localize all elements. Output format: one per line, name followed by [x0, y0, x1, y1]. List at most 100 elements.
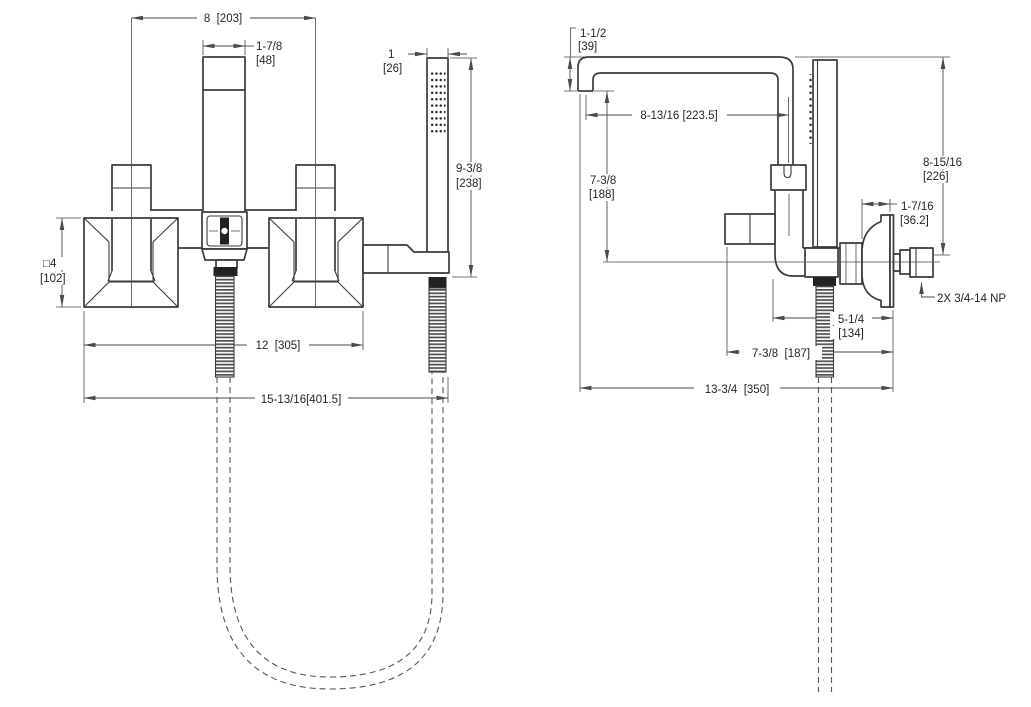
label-bg	[920, 156, 965, 169]
dim-wand-height-label-1: 9-3/8	[456, 163, 482, 175]
dim-escutcheon-span-label: 12 [305]	[256, 340, 301, 352]
escutcheon-bevels	[83, 217, 179, 308]
dim-overall-width-label: 15-13/16[401.5]	[261, 394, 342, 406]
center-hose-corrugation	[214, 275, 235, 378]
label-bg	[694, 382, 780, 396]
label-bg	[453, 177, 489, 190]
extension-lines	[585, 95, 789, 163]
dim-spout-drop-label-1: 1-1/2	[580, 28, 606, 40]
label-bg	[197, 11, 250, 25]
dim-outlet-height-label-2: [188]	[589, 189, 615, 201]
dim-spout-width-label-1: 1-7/8	[256, 41, 282, 53]
dim-union-offset-label-2: [134]	[838, 328, 864, 340]
dim-spout-width-label-2: [48]	[256, 55, 275, 67]
side-dimensions	[564, 27, 950, 392]
left-handle-escutcheon	[83, 217, 179, 308]
dim-overall-height-label-1: 8-15/16	[923, 157, 962, 169]
dim-spout-reach-label: 8-13/16 [223.5]	[640, 110, 717, 122]
handshower-wand-side	[808, 59, 838, 248]
handle-stem	[295, 219, 336, 271]
leader-line	[919, 282, 935, 298]
holder-arm	[362, 244, 450, 274]
hose-nut-block	[804, 247, 839, 278]
label-bg	[920, 170, 958, 183]
dim-escutcheon-label-2: [102]	[40, 273, 66, 285]
dim-union-width-label-1: 1-7/16	[901, 201, 934, 213]
label-bg	[247, 339, 309, 352]
hoses	[214, 275, 836, 692]
label-bg	[830, 312, 872, 325]
diverter-assembly	[201, 211, 248, 276]
label-bg	[453, 162, 487, 175]
dim-outlet-height-label-1: 7-3/8	[590, 175, 616, 187]
label-bg	[40, 257, 67, 270]
dim-wand-width-label-1: 1	[388, 49, 394, 61]
dim-spout-reach	[585, 95, 789, 163]
deck-union	[839, 214, 934, 308]
escutcheon-inner	[293, 242, 339, 283]
extension-lines	[564, 56, 586, 92]
side-valve-body	[724, 164, 840, 278]
spout-inner-profile	[592, 72, 779, 165]
diverter-dot	[221, 227, 228, 235]
dim-union-width	[861, 199, 897, 239]
wand-hose-corrugation-front	[428, 287, 447, 373]
diverter-base	[201, 248, 248, 261]
union-spacer	[892, 253, 901, 272]
dim-spout-width	[202, 40, 254, 55]
wand-hose-nut-side	[813, 277, 836, 286]
hose-loop-inner	[229, 372, 433, 678]
label-bg	[587, 174, 620, 187]
dim-spout-drop-label-2: [39]	[578, 41, 597, 53]
dim-wand-height-label-2: [238]	[456, 178, 482, 190]
dim-escutcheon-label-1: □4	[43, 258, 57, 270]
spout-outer-profile	[577, 56, 794, 165]
dim-handle-spacing-label: 8 [203]	[204, 13, 242, 25]
body-column	[774, 190, 806, 277]
handshower-wand-front	[426, 57, 449, 254]
escutcheon-bevels	[268, 217, 364, 308]
union-nut	[839, 242, 863, 285]
label-bg	[37, 272, 75, 285]
dim-overall-depth-label: 13-3/4 [350]	[705, 384, 770, 396]
front-handle-centerlines	[131, 18, 316, 307]
extension-ticks	[426, 48, 449, 57]
inlet-thread-callout-label: 2X 3/4-14 NP	[937, 293, 1006, 305]
side-spout	[577, 56, 794, 165]
inlet-thread-leader	[919, 282, 935, 298]
wand-hose-nut	[428, 277, 447, 288]
front-view	[83, 56, 450, 308]
label-bg	[632, 108, 727, 122]
dim-union-width-label-2: [36.2]	[900, 215, 929, 227]
dim-handle-offset-label: 7-3/8 [187]	[752, 348, 810, 360]
extension-lines	[795, 56, 950, 256]
centerlines	[131, 18, 940, 307]
wand-body	[812, 59, 838, 248]
side-view	[577, 56, 934, 308]
dim-overall-height-label-2: [226]	[923, 171, 949, 183]
label-bg	[830, 326, 872, 339]
dimension-labels: 8 [203] 1-7/8 [48] 1 [26] 9-3/8 [238] □4…	[37, 11, 1006, 406]
spout-column	[202, 56, 246, 211]
body-notch	[783, 165, 792, 179]
handle-stem	[111, 219, 152, 271]
hose-loop-outer	[216, 372, 444, 690]
right-handle-escutcheon	[268, 217, 364, 308]
inlet-nipple	[909, 247, 934, 278]
label-bg	[586, 188, 621, 201]
label-bg	[255, 392, 348, 406]
escutcheon-inner	[108, 242, 154, 283]
label-bg	[740, 346, 822, 360]
sprayface-dots	[429, 71, 446, 135]
extension-lines	[202, 40, 246, 55]
dim-wand-width-label-2: [26]	[383, 63, 402, 75]
union-flare	[861, 214, 891, 308]
leader-bracket	[570, 27, 576, 57]
hose-nut	[213, 267, 238, 276]
dim-wand-width	[408, 48, 467, 57]
sprayface-dots	[808, 74, 814, 144]
handshower-holder-arm	[362, 244, 450, 274]
dim-union-offset-label-1: 5-1/4	[838, 314, 865, 326]
